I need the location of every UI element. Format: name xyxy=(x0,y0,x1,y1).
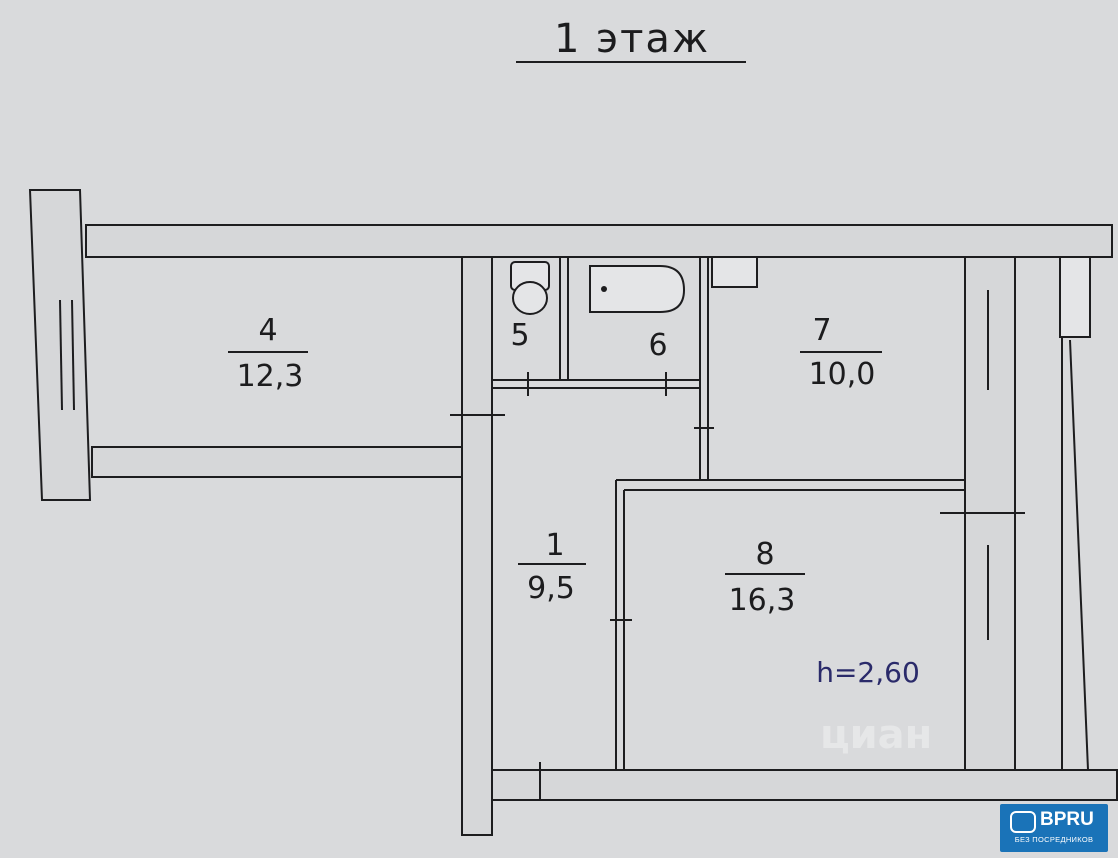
room-4-area: 12,3 xyxy=(237,359,304,394)
room-5-number: 5 xyxy=(510,318,529,353)
room-4-number: 4 xyxy=(258,313,277,348)
bottom-wall xyxy=(491,769,1118,801)
sink-icon xyxy=(711,256,758,288)
room-6-number: 6 xyxy=(648,328,667,363)
room-1-area: 9,5 xyxy=(527,571,575,606)
plan-title: 1 этаж xyxy=(554,16,710,62)
left-window-line xyxy=(71,299,75,411)
room4-bottom-wall xyxy=(91,446,463,478)
balcony-cabinet xyxy=(1059,256,1091,338)
bathtub-icon xyxy=(589,265,686,313)
bpru-badge[interactable]: BPRU БЕЗ ПОСРЕДНИКОВ xyxy=(1000,804,1108,852)
left-window-line xyxy=(59,299,63,411)
room-7-number: 7 xyxy=(812,313,831,348)
room-7-area: 10,0 xyxy=(809,357,876,392)
top-wall xyxy=(85,224,1113,258)
corridor-left-wall xyxy=(461,256,493,836)
watermark: циан xyxy=(820,712,933,758)
room-1-number: 1 xyxy=(545,528,564,563)
toilet-bowl-icon xyxy=(512,281,548,315)
ceiling-height: h=2,60 xyxy=(816,656,920,689)
badge-tagline: БЕЗ ПОСРЕДНИКОВ xyxy=(1014,835,1094,844)
people-icon xyxy=(1010,811,1036,833)
bath-drain-icon xyxy=(601,286,607,292)
room-8-number: 8 xyxy=(755,537,774,572)
room-8-area: 16,3 xyxy=(729,583,796,618)
badge-brand: BPRU xyxy=(1040,809,1094,830)
balcony-rail xyxy=(1069,339,1089,771)
